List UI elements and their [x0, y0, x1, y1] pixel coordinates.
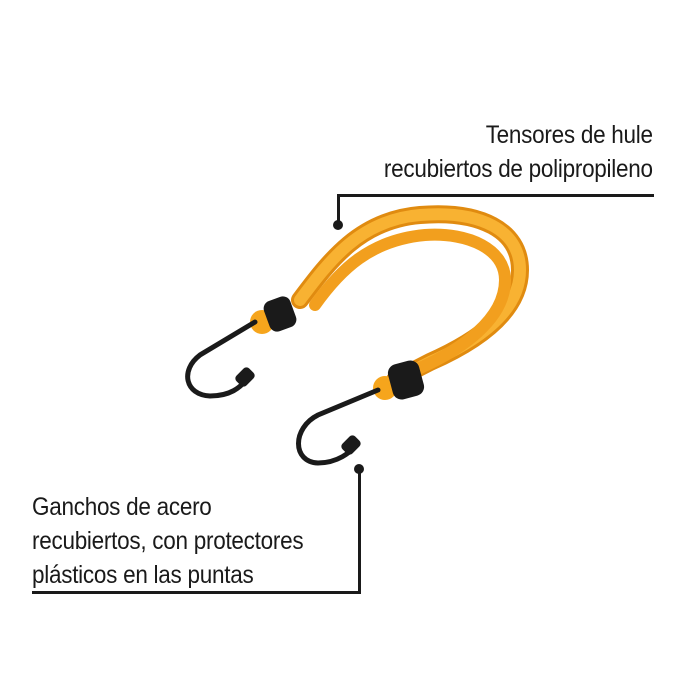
hook-right: [296, 360, 425, 466]
hook-callout-label: Ganchos de acero recubiertos, con protec…: [32, 490, 304, 592]
callout-line: Tensores de hule: [485, 121, 653, 149]
cord-callout-leader-horizontal: [337, 194, 654, 197]
callout-line: plásticos en las puntas: [32, 561, 254, 589]
callout-line: recubiertos, con protectores: [32, 527, 304, 555]
cord-callout-dot: [333, 220, 343, 230]
hook-callout-leader-vertical: [358, 469, 361, 593]
hook-left: [185, 296, 297, 399]
hook-callout-leader-horizontal: [32, 591, 361, 594]
cord-callout-leader-vertical: [337, 194, 340, 224]
callout-line: Ganchos de acero: [32, 493, 212, 521]
elastic-cord: [291, 205, 530, 389]
callout-line: recubiertos de polipropileno: [384, 155, 653, 183]
cord-callout-label: Tensores de hule recubiertos de poliprop…: [384, 118, 653, 186]
